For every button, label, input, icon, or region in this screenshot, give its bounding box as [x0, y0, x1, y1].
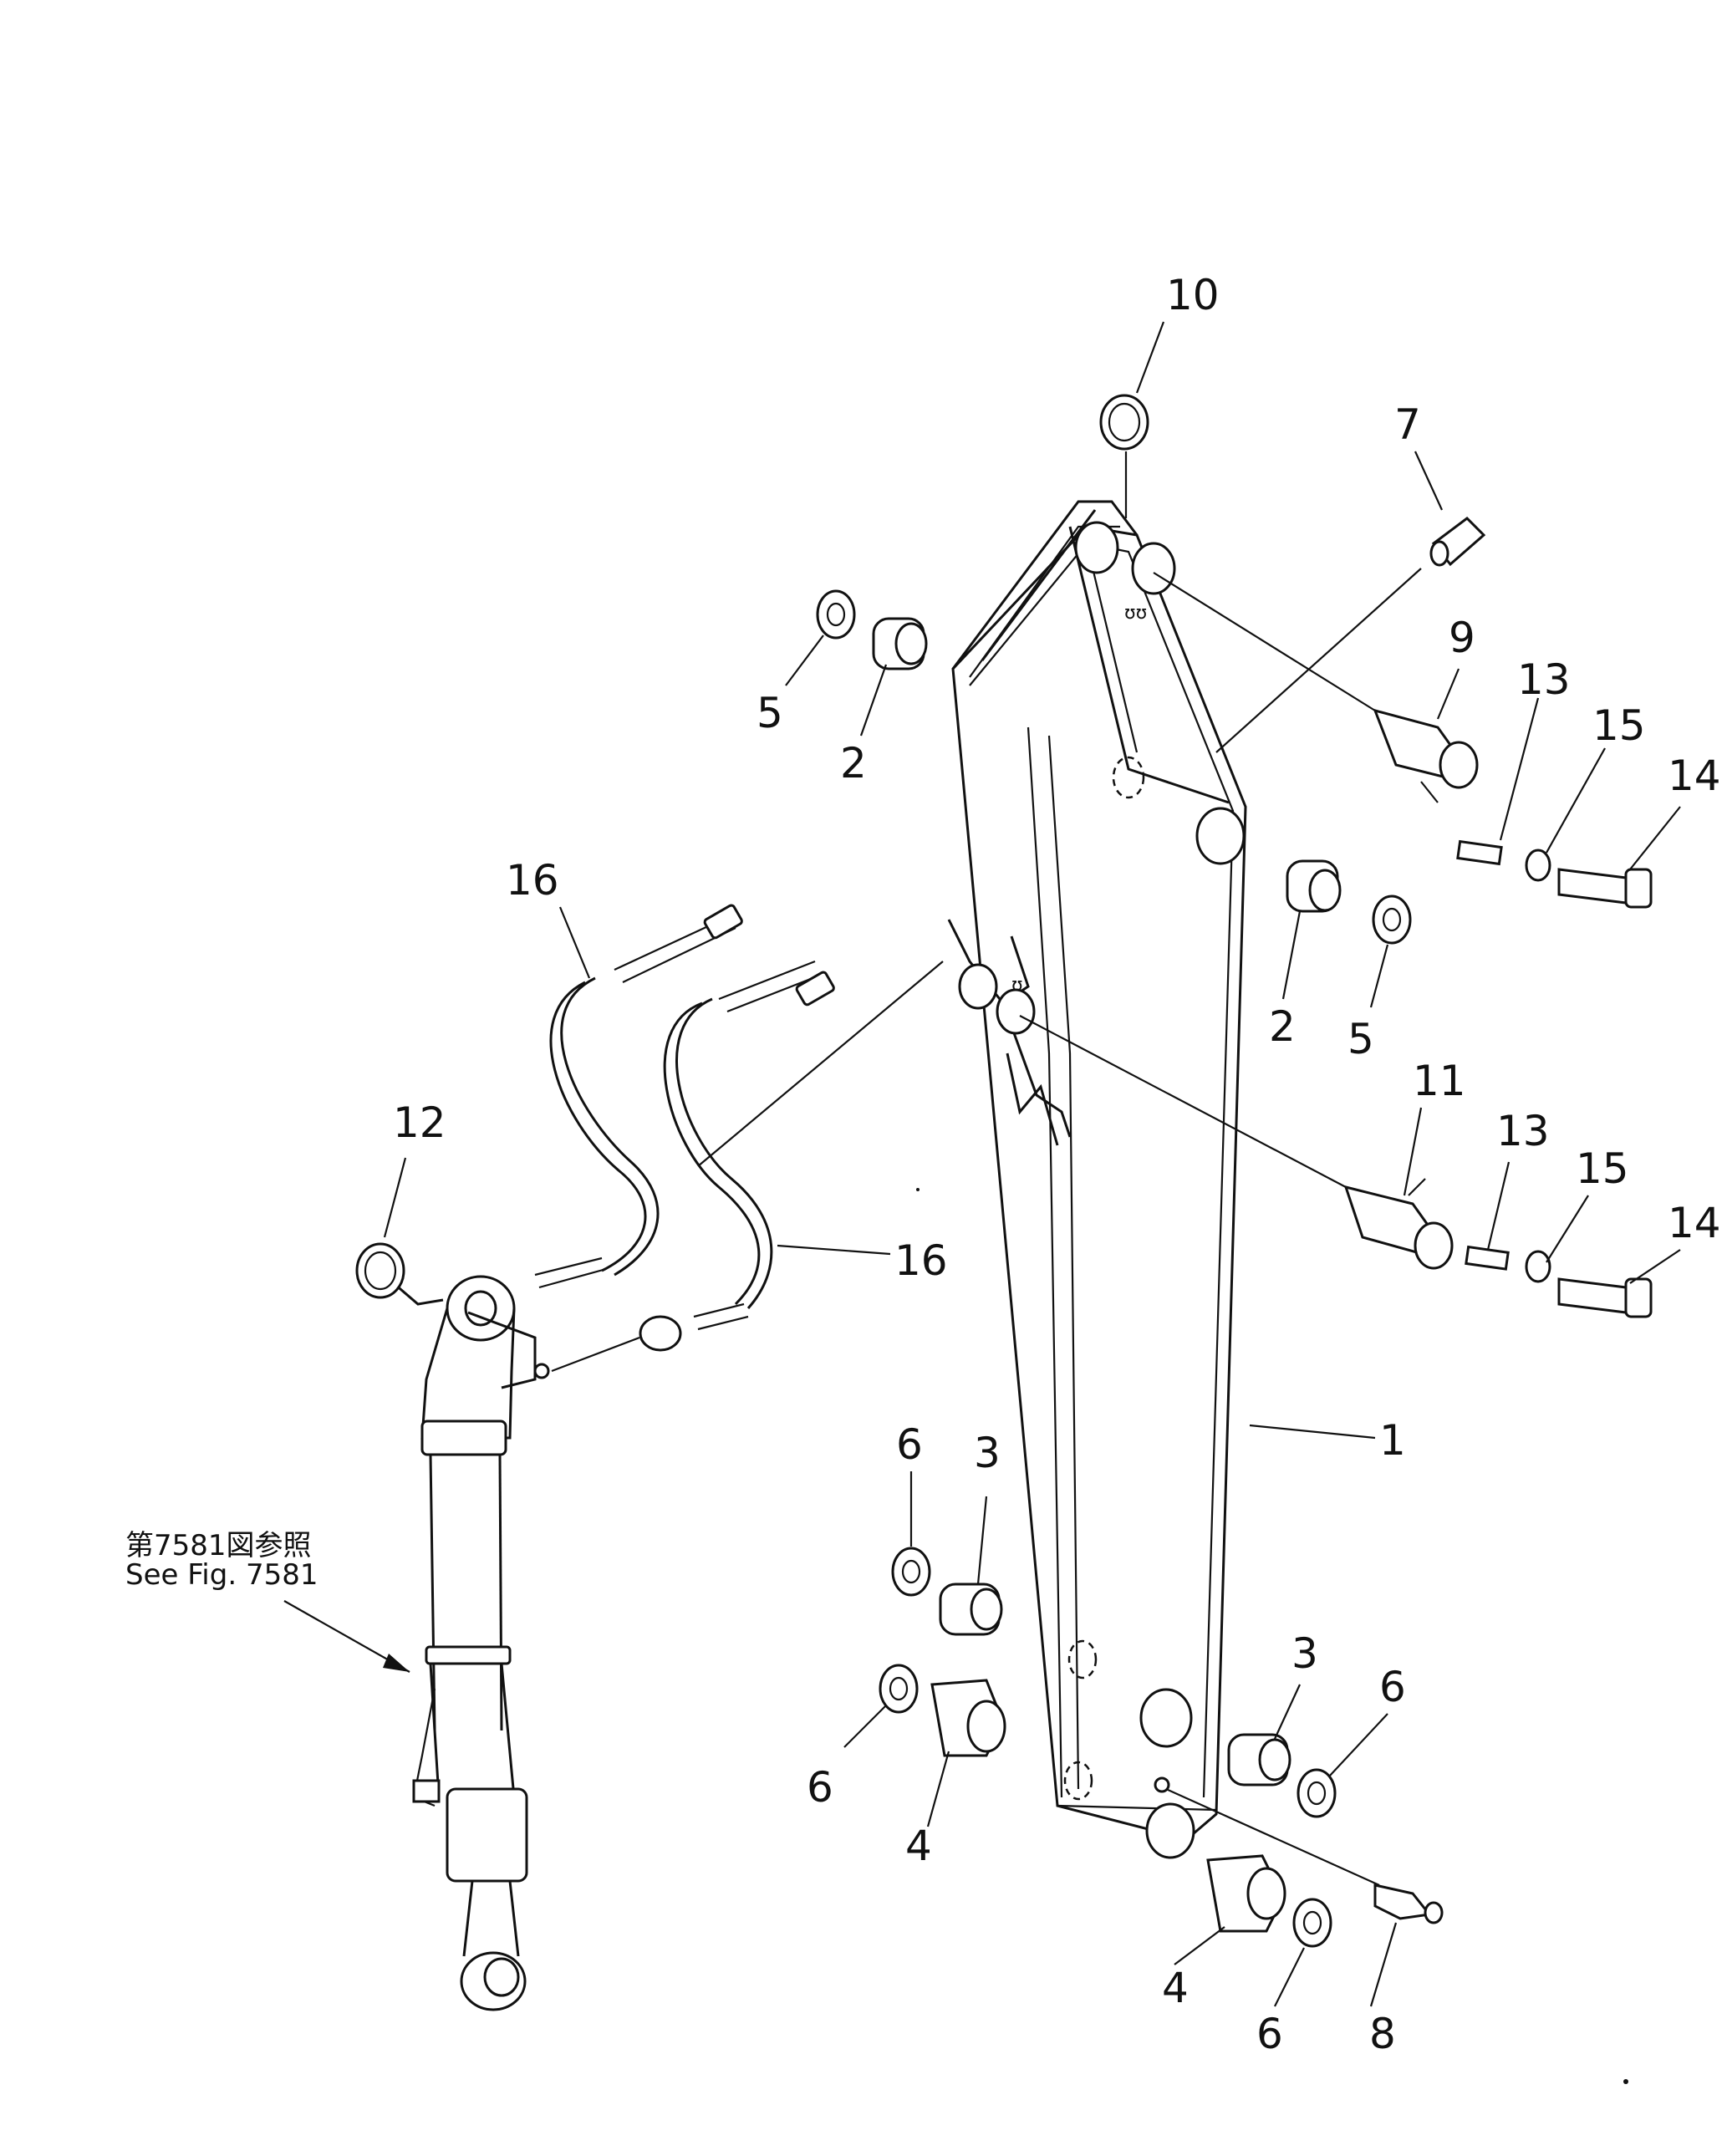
scan-dot: [1623, 2079, 1628, 2084]
scan-dot: [916, 1188, 920, 1191]
callout-3a: 3: [974, 1429, 1001, 1477]
reference-note-english: See Fig. 7581: [125, 1558, 318, 1592]
callout-6b: 6: [807, 1763, 833, 1812]
leader-lines: [283, 321, 1681, 2007]
bucket-cylinder: [388, 1275, 550, 2011]
callout-12: 12: [393, 1098, 446, 1147]
arm-assembly: ʊʊ ʊ: [947, 500, 1247, 1859]
callout-16b: 16: [894, 1236, 948, 1285]
reference-note: 第7581図参照 See Fig. 7581: [125, 1529, 318, 1592]
callout-3b: 3: [1291, 1629, 1318, 1678]
reference-note-japanese: 第7581図参照: [125, 1529, 312, 1562]
svg-text:ʊʊ: ʊʊ: [1124, 603, 1147, 624]
callout-11: 11: [1413, 1057, 1466, 1105]
callout-15a: 15: [1592, 701, 1646, 750]
callout-6d: 6: [1256, 2010, 1283, 2058]
svg-text:ʊ: ʊ: [1011, 975, 1023, 996]
callout-5b: 5: [1347, 1015, 1374, 1063]
callout-7: 7: [1394, 400, 1421, 449]
callout-6a: 6: [896, 1420, 923, 1469]
callout-2b: 2: [1269, 1002, 1296, 1051]
callout-15b: 15: [1576, 1144, 1629, 1193]
callout-1: 1: [1379, 1416, 1406, 1465]
callout-14a: 14: [1668, 752, 1721, 800]
callout-labels: 10 7 9 13 15 14 5 2 2 5 11 13 15 14 1 16…: [393, 271, 1721, 2058]
callout-4a: 4: [905, 1822, 932, 1870]
small-parts: [355, 394, 1653, 1948]
callout-16a: 16: [506, 856, 559, 905]
callout-4b: 4: [1162, 1964, 1189, 2012]
hose-assembly: [534, 904, 944, 1373]
callout-9: 9: [1449, 614, 1475, 662]
callout-14b: 14: [1668, 1199, 1721, 1247]
callout-13b: 13: [1496, 1107, 1550, 1155]
callout-10: 10: [1166, 271, 1220, 319]
callout-5a: 5: [757, 689, 783, 737]
callout-6c: 6: [1379, 1663, 1406, 1711]
callout-13a: 13: [1517, 655, 1571, 704]
callout-2a: 2: [840, 739, 867, 787]
callout-8: 8: [1369, 2010, 1396, 2058]
